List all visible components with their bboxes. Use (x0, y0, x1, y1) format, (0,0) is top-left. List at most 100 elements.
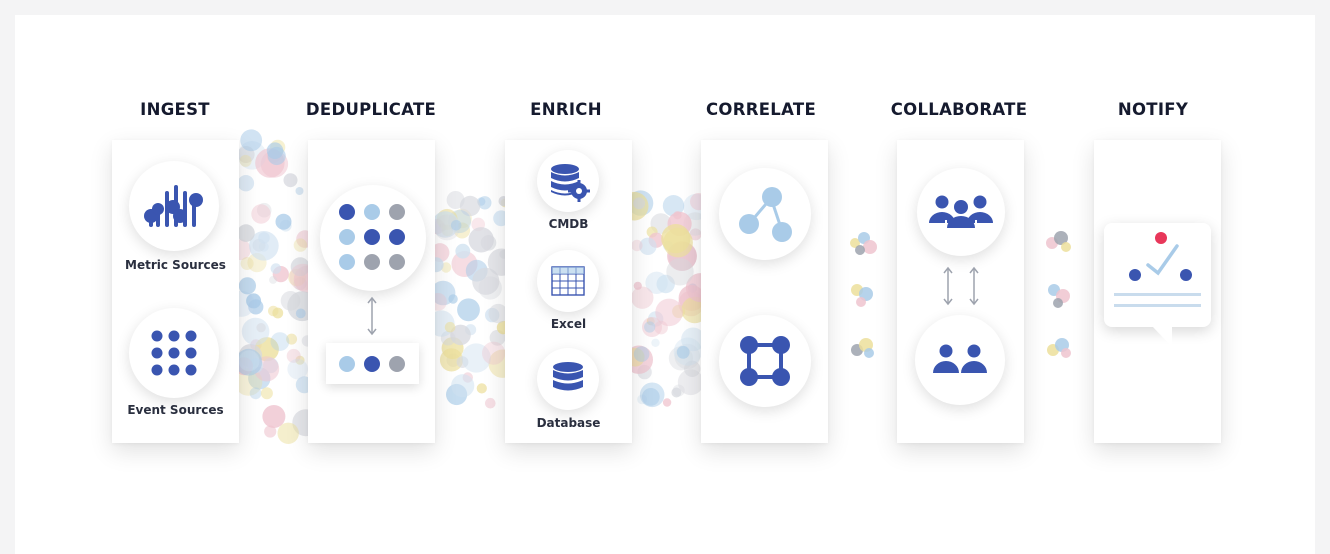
background-dot (655, 298, 683, 327)
background-dot (673, 211, 682, 220)
correlate-panel (701, 140, 828, 443)
bidirectional-arrows-icon (943, 266, 979, 306)
double-arrow-vertical-icon (367, 296, 377, 336)
equalizer-sliders-icon (144, 185, 203, 227)
background-dot (286, 333, 298, 345)
background-dot (293, 238, 308, 252)
background-dot (241, 317, 270, 346)
background-dot (663, 227, 693, 258)
background-dot (237, 175, 255, 192)
deduplicated-dots-icon (339, 356, 405, 372)
background-dot (476, 383, 487, 394)
dot-grid-icon (151, 330, 197, 376)
database-icon-circle (537, 348, 599, 410)
background-dot (270, 332, 290, 351)
background-dot (246, 293, 262, 309)
background-dot (295, 308, 306, 319)
background-dot (684, 360, 701, 377)
cmdb-label: CMDB (548, 217, 589, 231)
stage-title-collaborate: COLLABORATE (890, 100, 1028, 119)
background-dot (283, 173, 298, 188)
background-dot (461, 343, 491, 373)
transition-dot (1061, 242, 1071, 252)
background-dot (450, 324, 471, 346)
deduplicate-panel (308, 140, 435, 443)
background-dot (290, 257, 310, 277)
notification-message-card (1104, 223, 1211, 347)
background-dot (644, 321, 656, 333)
background-dot (272, 307, 284, 319)
transition-dot (1053, 298, 1063, 308)
background-dot (451, 374, 475, 398)
background-dot (641, 388, 660, 406)
background-dot (662, 195, 685, 217)
background-dot (264, 425, 277, 438)
background-dot (238, 350, 260, 372)
enrich-panel: CMDB Excel Database (505, 140, 632, 443)
background-dot (478, 196, 492, 210)
background-dot (482, 341, 506, 365)
background-dot (631, 239, 643, 252)
background-dot (633, 346, 650, 362)
background-dot (639, 237, 657, 255)
dot-matrix-icon (339, 204, 405, 270)
background-dot (455, 243, 471, 259)
event-sources-icon-circle (129, 308, 219, 398)
stage-title-deduplicate: DEDUPLICATE (305, 100, 437, 119)
background-dot (677, 369, 704, 396)
team-circle (917, 168, 1005, 256)
background-dot (432, 211, 459, 238)
notification-message-icon (1114, 232, 1201, 347)
transition-dot (1054, 231, 1068, 245)
background-dot (642, 317, 662, 337)
background-dot (234, 368, 263, 396)
cmdb-icon-circle (537, 150, 599, 212)
database-icon (553, 362, 583, 391)
transition-dot (1061, 348, 1071, 358)
spreadsheet-icon (551, 266, 585, 296)
background-dot (662, 398, 672, 407)
ingest-panel: Metric Sources Event Sources (112, 140, 239, 443)
transition-dot (855, 245, 865, 255)
linked-nodes-icon (739, 187, 792, 242)
database-gear-icon (551, 164, 590, 202)
background-dot (450, 220, 462, 231)
background-dot (287, 358, 309, 380)
collaborate-panel (897, 140, 1024, 443)
excel-icon-circle (537, 250, 599, 312)
background-dot (286, 348, 301, 363)
background-dot (681, 327, 705, 352)
two-people-circle (915, 315, 1005, 405)
background-dot (459, 195, 481, 217)
metric-sources-icon-circle (129, 161, 219, 251)
background-dot (260, 387, 273, 400)
transition-dot (863, 240, 877, 254)
background-dot (237, 224, 255, 242)
background-dot (280, 291, 301, 311)
transition-dot (856, 297, 866, 307)
background-dot (249, 387, 262, 400)
background-dot (666, 258, 694, 286)
background-dot (456, 356, 469, 368)
background-dot (444, 321, 456, 333)
stage-title-ingest: INGEST (140, 100, 210, 119)
background-dot (472, 267, 500, 295)
background-dot (689, 228, 702, 241)
background-dot (633, 281, 642, 290)
background-dot (295, 187, 304, 195)
background-dot (267, 146, 286, 166)
background-dot (270, 263, 282, 274)
background-dot (633, 197, 646, 210)
background-dot (238, 277, 256, 295)
stage-title-enrich: ENRICH (530, 100, 602, 119)
background-dot (277, 422, 299, 444)
background-dot (251, 204, 271, 224)
background-dot (651, 338, 660, 347)
two-people-icon (933, 344, 987, 373)
background-dot (239, 154, 252, 167)
event-sources-label: Event Sources (127, 403, 224, 417)
deduplicated-result-chip (326, 343, 419, 384)
stage-title-correlate: CORRELATE (705, 100, 817, 119)
database-label: Database (536, 416, 601, 430)
